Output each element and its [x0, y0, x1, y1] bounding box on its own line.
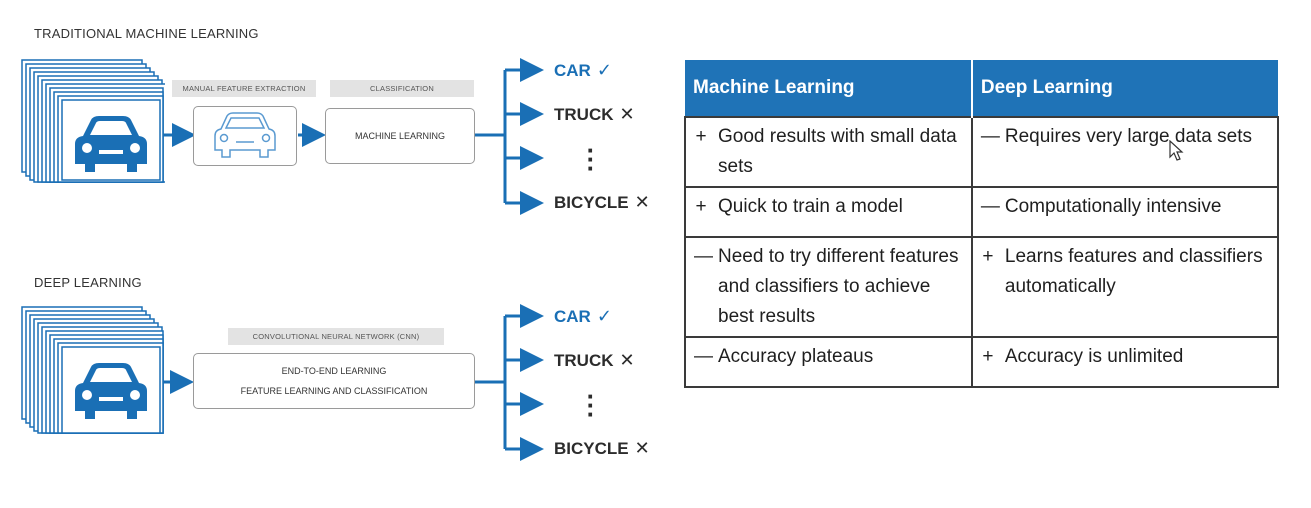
table-cell: +Accuracy is unlimited [970, 336, 1280, 388]
cross-icon: ✕ [619, 350, 635, 370]
header-deep-learning: Deep Learning [971, 60, 1278, 117]
output-bicycle-traditional: BICYCLE ✕ [554, 192, 650, 212]
output-truck-deep: TRUCK ✕ [554, 350, 635, 370]
mouse-cursor-icon [1169, 140, 1184, 161]
table-cell: —Requires very large data sets [970, 116, 1280, 188]
check-icon: ✓ [596, 306, 612, 326]
header-machine-learning: Machine Learning [685, 60, 973, 117]
machine-learning-box: MACHINE LEARNING [325, 108, 475, 164]
cnn-label: CONVOLUTIONAL NEURAL NETWORK (CNN) [228, 328, 444, 345]
ellipsis-vertical-traditional: ··· [586, 135, 596, 183]
output-truck-traditional: TRUCK ✕ [554, 104, 635, 124]
feature-learning-label: FEATURE LEARNING AND CLASSIFICATION [240, 386, 428, 396]
table-cell: —Computationally intensive [970, 186, 1280, 238]
cross-icon: ✕ [634, 192, 650, 212]
output-car-deep: CAR ✓ [554, 306, 612, 326]
manual-feature-extraction-label: MANUAL FEATURE EXTRACTION [172, 80, 316, 97]
cross-icon: ✕ [619, 104, 635, 124]
table-cell: +Quick to train a model [684, 186, 973, 238]
ellipsis-vertical-deep: ··· [586, 381, 596, 429]
end-to-end-label: END-TO-END LEARNING [281, 366, 387, 376]
table-cell: —Accuracy plateaus [684, 336, 973, 388]
check-icon: ✓ [596, 60, 612, 80]
image-stack-deep [21, 306, 164, 434]
image-stack-traditional [21, 59, 165, 183]
table-row: —Need to try different features and clas… [684, 236, 1280, 338]
car-icon [75, 116, 147, 172]
car-outline-icon [214, 112, 276, 158]
feature-extraction-box [193, 106, 297, 166]
comparison-table: Machine Learning Deep Learning +Good res… [684, 60, 1280, 388]
table-header-row: Machine Learning Deep Learning [685, 60, 1278, 117]
output-car-traditional: CAR ✓ [554, 60, 612, 80]
output-bicycle-deep: BICYCLE ✕ [554, 438, 650, 458]
car-icon [75, 363, 147, 419]
table-cell: +Learns features and classifiers automat… [970, 236, 1280, 338]
classification-label: CLASSIFICATION [330, 80, 474, 97]
table-row: +Good results with small data sets —Requ… [684, 116, 1280, 188]
traditional-ml-title: TRADITIONAL MACHINE LEARNING [34, 26, 259, 41]
table-cell: —Need to try different features and clas… [684, 236, 973, 338]
deep-learning-title: DEEP LEARNING [34, 275, 142, 290]
end-to-end-box: END-TO-END LEARNING FEATURE LEARNING AND… [193, 353, 475, 409]
cross-icon: ✕ [634, 438, 650, 458]
machine-learning-box-label: MACHINE LEARNING [354, 131, 445, 141]
table-cell: +Good results with small data sets [684, 116, 973, 188]
table-row: —Accuracy plateaus +Accuracy is unlimite… [684, 336, 1280, 388]
table-row: +Quick to train a model —Computationally… [684, 186, 1280, 238]
